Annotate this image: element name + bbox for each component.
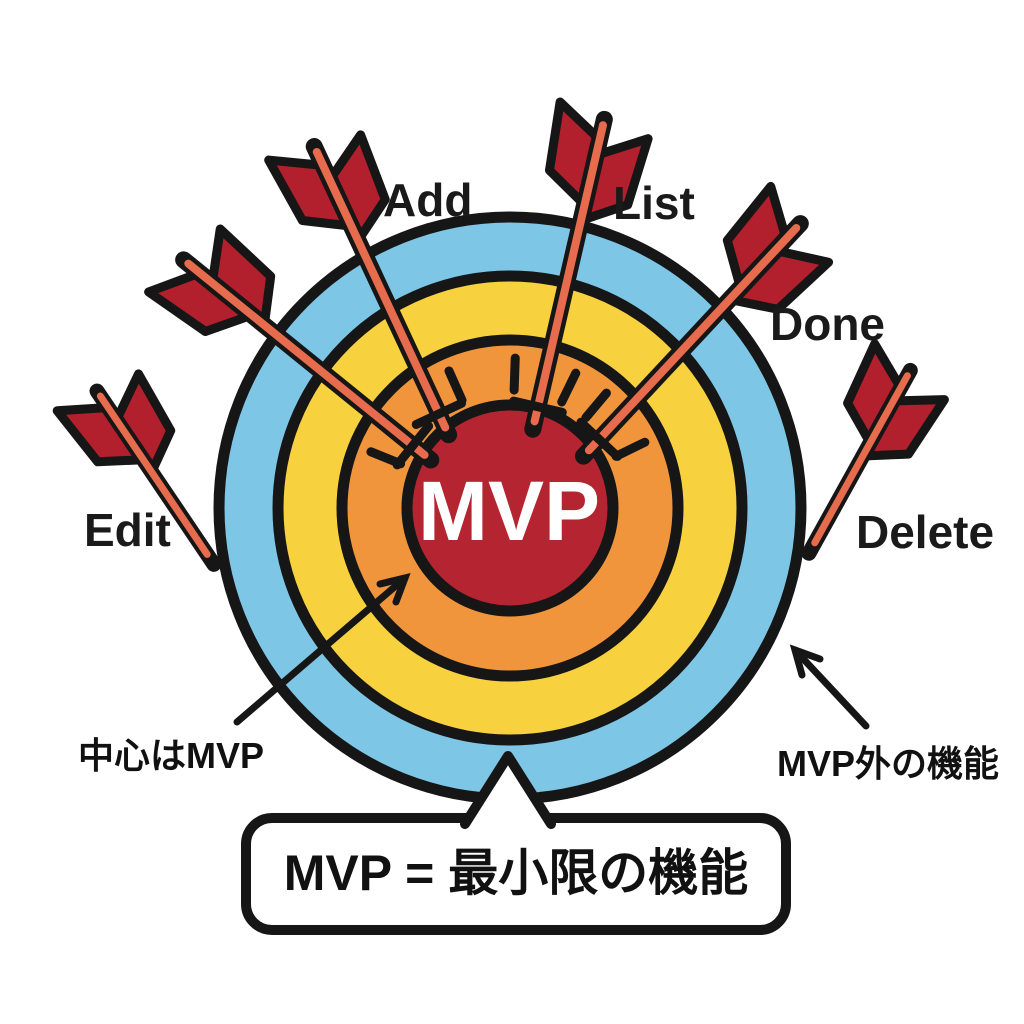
impact-dash — [444, 366, 467, 405]
caption-label: MVP = 最小限の機能 — [284, 845, 748, 901]
speech-bubble — [241, 751, 791, 935]
bullseye-label: MVP — [418, 464, 600, 558]
annotation-arrowhead-right — [789, 644, 824, 679]
annotation-arrowhead-left — [376, 573, 411, 606]
annotation-center-note: 中心はMVP — [78, 735, 264, 776]
speech-bubble-tail — [460, 751, 556, 829]
arrow-label-done: Done — [770, 298, 885, 350]
arrow-label-add: Add — [383, 174, 472, 226]
arrow-label-delete: Delete — [856, 506, 994, 558]
impact-dash — [557, 368, 581, 407]
target — [213, 211, 807, 805]
impact-dash — [509, 353, 520, 395]
target-bullseye — [401, 399, 619, 617]
annotation-arrow-left — [233, 573, 411, 726]
arrow-label-list: List — [613, 177, 695, 229]
annotation-arrow-right — [789, 644, 870, 730]
impact-dashes — [366, 353, 650, 469]
annotation-outside-note: MVP外の機能 — [777, 743, 999, 784]
impact-dash — [581, 388, 611, 423]
annotation-arrow-left-line — [233, 574, 409, 726]
annotation-arrow-right-line — [791, 646, 870, 730]
arrow-label-edit: Edit — [84, 504, 171, 556]
